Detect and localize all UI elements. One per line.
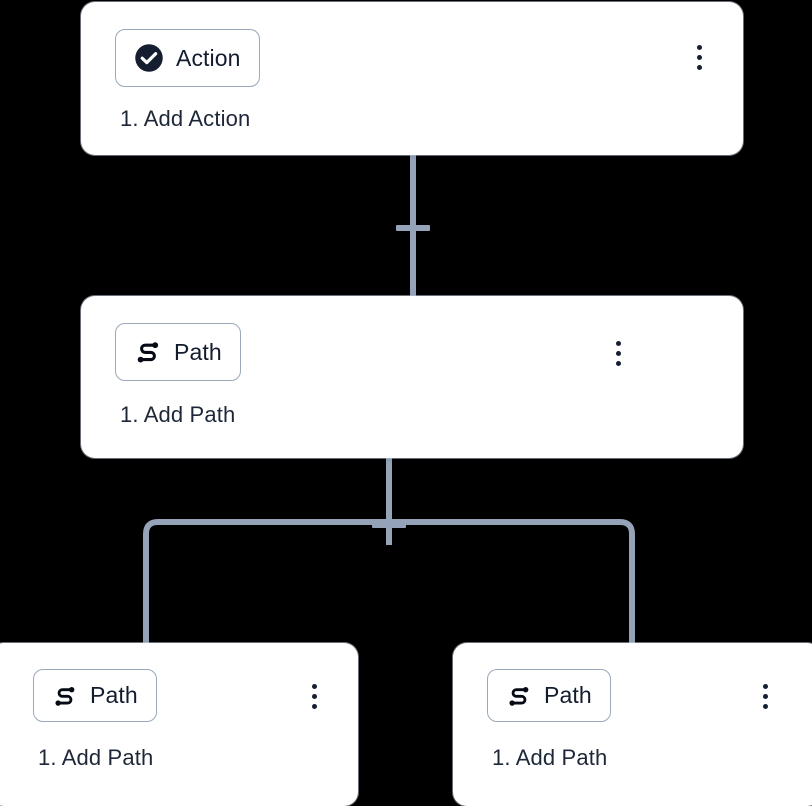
- path-node-root-card[interactable]: Path 1. Add Path: [81, 296, 743, 458]
- action-node-card[interactable]: Action 1. Add Action: [81, 2, 743, 155]
- path-icon: [52, 683, 78, 709]
- check-circle-icon: [134, 43, 164, 73]
- plus-icon-vertical: [386, 508, 392, 542]
- plus-icon-vertical: [410, 211, 416, 245]
- path-node-branch-left-menu-button[interactable]: [302, 684, 326, 709]
- connector-branch-left: [143, 519, 389, 646]
- path-node-root-subtitle: 1. Add Path: [120, 402, 236, 427]
- kebab-menu-icon-dot: [762, 704, 768, 709]
- kebab-menu-icon-dot: [311, 694, 317, 699]
- add-step-button-upper[interactable]: [396, 211, 430, 245]
- kebab-menu-icon-dot: [311, 704, 317, 709]
- path-node-branch-right-subtitle: 1. Add Path: [492, 745, 608, 770]
- path-node-branch-right-card[interactable]: Path 1. Add Path: [453, 643, 812, 806]
- path-node-root-badge-label: Path: [174, 338, 222, 365]
- action-node-subtitle: 1. Add Action: [120, 106, 251, 131]
- action-node-badge[interactable]: Action: [115, 29, 260, 87]
- action-node-menu-button[interactable]: [687, 45, 711, 70]
- path-node-branch-left-subtitle: 1. Add Path: [38, 745, 154, 770]
- kebab-menu-icon-dot: [615, 351, 621, 356]
- path-node-branch-right-badge[interactable]: Path: [487, 669, 611, 722]
- kebab-menu-icon-dot: [696, 65, 702, 70]
- path-icon: [506, 683, 532, 709]
- path-node-branch-left-card[interactable]: Path 1. Add Path: [0, 643, 358, 806]
- path-node-branch-left-badge[interactable]: Path: [33, 669, 157, 722]
- kebab-menu-icon-dot: [696, 45, 702, 50]
- path-node-branch-right-badge-label: Path: [544, 682, 592, 708]
- kebab-menu-icon-dot: [762, 684, 768, 689]
- kebab-menu-icon-dot: [696, 55, 702, 60]
- add-step-button-lower[interactable]: [372, 508, 406, 542]
- kebab-menu-icon-dot: [615, 341, 621, 346]
- connector-branch-right: [389, 519, 635, 646]
- path-node-root-menu-button[interactable]: [606, 341, 630, 366]
- path-icon: [134, 338, 162, 366]
- path-node-root-badge[interactable]: Path: [115, 323, 241, 381]
- action-node-badge-label: Action: [176, 44, 241, 71]
- kebab-menu-icon-dot: [311, 684, 317, 689]
- path-node-branch-right-menu-button[interactable]: [753, 684, 777, 709]
- path-node-branch-left-badge-label: Path: [90, 682, 138, 708]
- kebab-menu-icon-dot: [762, 694, 768, 699]
- kebab-menu-icon-dot: [615, 361, 621, 366]
